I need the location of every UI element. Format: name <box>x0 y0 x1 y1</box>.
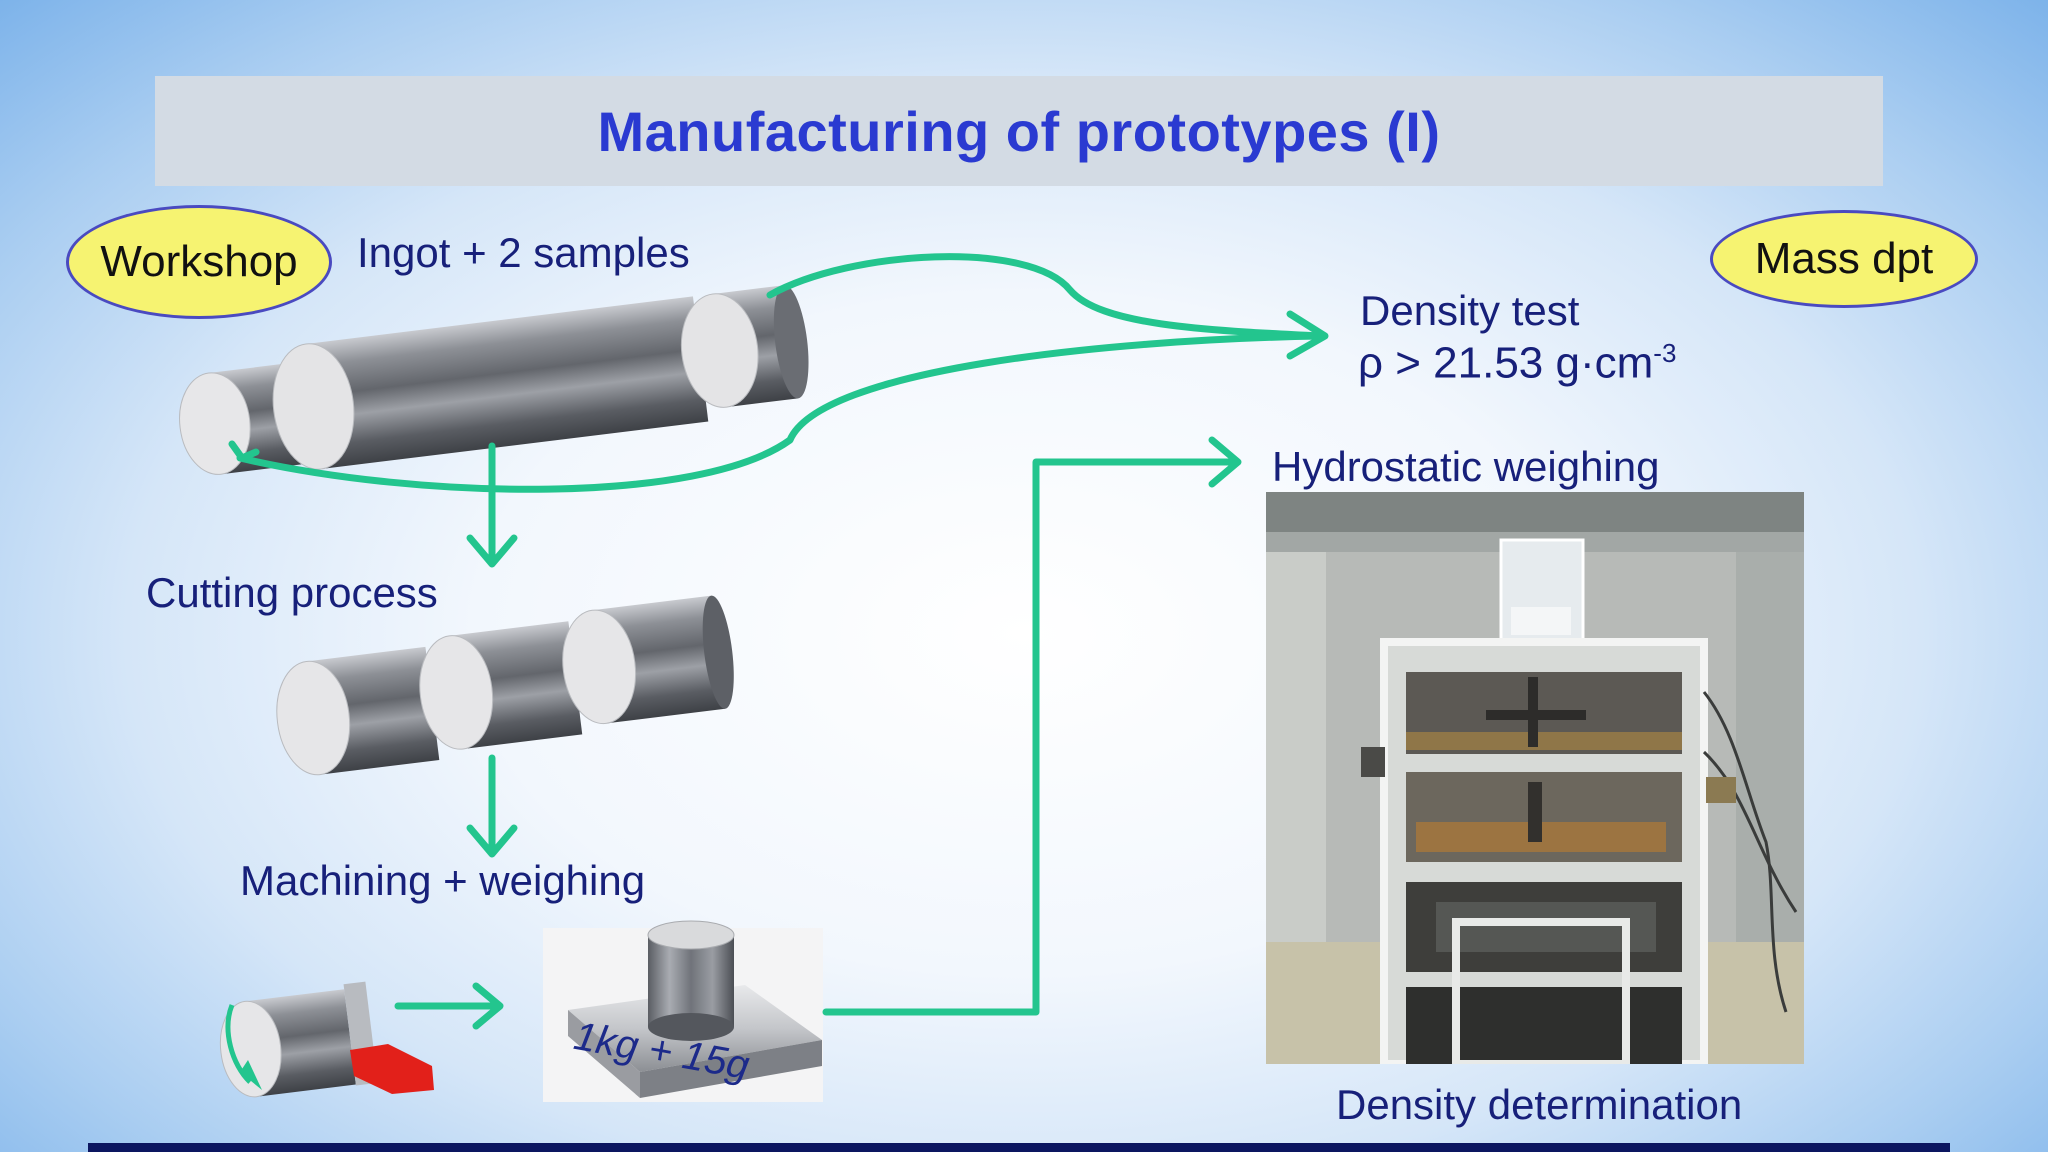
scale-illustration <box>543 920 823 1102</box>
machining-label: Machining + weighing <box>240 857 646 904</box>
slide-title: Manufacturing of prototypes (I) <box>597 99 1441 163</box>
workshop-badge: Workshop <box>66 205 332 319</box>
density-determination-label: Density determination <box>1336 1081 1743 1128</box>
cutting-tool-icon <box>350 1044 434 1094</box>
density-value-text: ρ > 21.53 g·cm <box>1358 338 1654 388</box>
flow-arrows <box>236 253 1324 1016</box>
title-bar: Manufacturing of prototypes (I) <box>155 76 1883 186</box>
arrow-heads <box>228 310 1329 1030</box>
arrow-scale-to-hydrostatic <box>822 458 1239 1016</box>
cut-pieces-illustration <box>276 595 734 776</box>
density-value-exponent: -3 <box>1653 338 1677 368</box>
hydrostatic-label: Hydrostatic weighing <box>1272 443 1660 490</box>
cutting-label: Cutting process <box>146 569 438 616</box>
bottom-rule <box>88 1143 1950 1152</box>
arrow-sample-to-density-lower <box>236 332 1324 493</box>
workshop-badge-label: Workshop <box>100 237 298 286</box>
rotation-arrow-icon <box>225 1004 252 1084</box>
hydrostatic-apparatus-photo <box>1266 492 1804 1064</box>
density-value: ρ > 21.53 g·cm-3 <box>1358 340 1676 386</box>
arrow-sample-to-density-upper <box>766 253 1324 340</box>
mass-dpt-badge: Mass dpt <box>1710 210 1978 308</box>
mass-dpt-badge-label: Mass dpt <box>1754 234 1934 283</box>
ingot-illustration <box>179 285 809 475</box>
machining-illustration <box>219 981 378 1098</box>
density-test-label: Density test <box>1360 287 1580 334</box>
apparatus-drawing <box>1266 492 1804 1064</box>
ingot-label: Ingot + 2 samples <box>357 229 690 276</box>
